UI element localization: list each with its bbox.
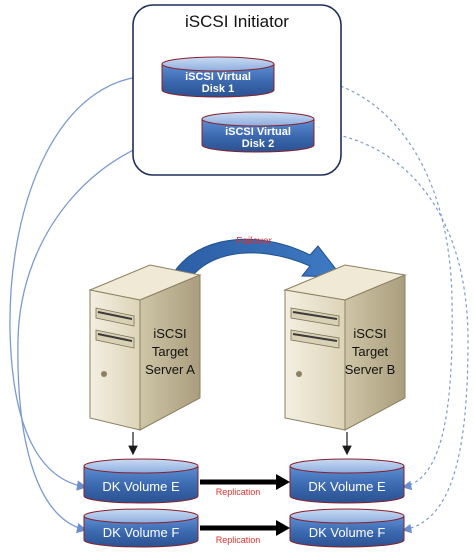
connector-disk1-volume-e [9,75,161,491]
volume-f-right-label: DK Volume F [309,525,386,540]
virtual-disk-1: iSCSI Virtual Disk 1 [161,56,275,98]
initiator-title: iSCSI Initiator [185,12,289,31]
disk1-label-line1: iSCSI Virtual [185,71,251,83]
server-a-label-line1: iSCSI [153,326,186,341]
connector-lines [9,75,469,534]
server-b-label-line2: Target [352,344,389,359]
volume-e-left: DK Volume E [83,458,199,504]
server-b-label-line1: iSCSI [353,326,386,341]
database-icon [83,458,199,504]
volume-e-left-label: DK Volume E [102,479,180,494]
server-a-label-line2: Target [152,344,189,359]
database-icon [83,508,199,548]
failover-label: Failover [236,236,272,247]
volume-f-right: DK Volume F [289,508,405,548]
volume-e-right: DK Volume E [289,458,405,504]
database-icon [161,56,275,98]
replication-arrow-f: Replication [200,520,290,545]
server-icon [283,264,407,431]
database-icon [289,508,405,548]
database-icon [201,111,315,153]
connector-disk1-volume-e-right [275,75,453,491]
server-a-label-line3: Server A [145,362,195,377]
connector-disk2-volume-f [17,130,201,534]
replication-label-f: Replication [216,535,261,545]
volume-f-left-label: DK Volume F [103,525,180,540]
volume-e-right-label: DK Volume E [308,479,386,494]
replication-label-e: Replication [216,487,261,497]
connector-disk2-volume-f-right [313,130,469,534]
target-server-b: iSCSI Target Server B [283,264,407,431]
disk2-label-line2: Disk 2 [242,138,274,150]
target-server-a: iSCSI Target Server A [88,264,202,431]
database-icon [289,458,405,504]
volume-f-left: DK Volume F [83,508,199,548]
replication-arrow-e: Replication [200,474,290,497]
virtual-disk-2: iSCSI Virtual Disk 2 [201,111,315,153]
server-b-label-line3: Server B [345,362,396,377]
disk1-label-line2: Disk 1 [202,83,234,95]
server-icon [88,264,202,431]
disk2-label-line1: iSCSI Virtual [225,126,291,138]
